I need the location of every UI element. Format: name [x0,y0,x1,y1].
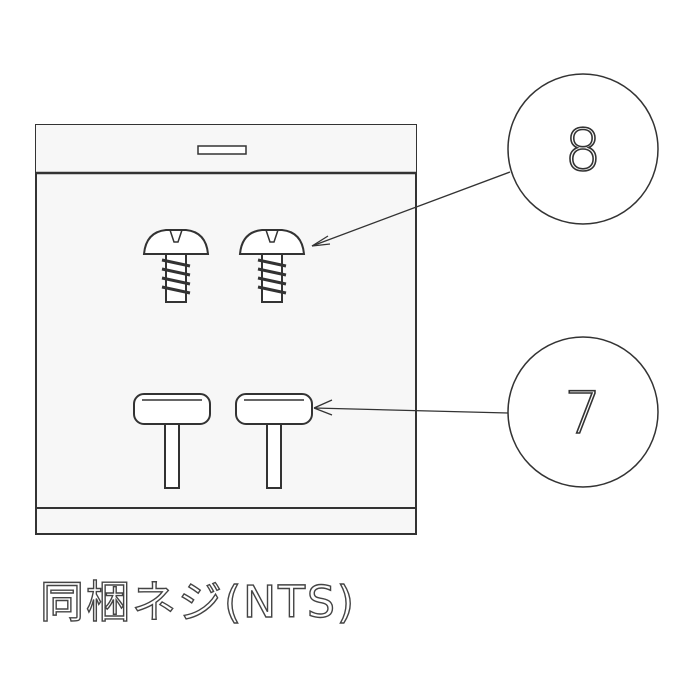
package-outline [35,124,417,535]
callout-circle [507,73,659,225]
callout-number: 7 [565,379,602,447]
callout-7: 7 [313,336,659,488]
hang-slot [197,145,247,155]
callout-8: 8 [311,73,659,247]
caption: 同梱ネジ(NTS) [39,576,357,628]
callout-circle [507,336,659,488]
callout-number: 8 [565,116,602,184]
leader-line [311,171,511,247]
arrowhead-icon [313,399,333,416]
arrowhead-icon [311,235,331,247]
leader-line [313,407,509,414]
